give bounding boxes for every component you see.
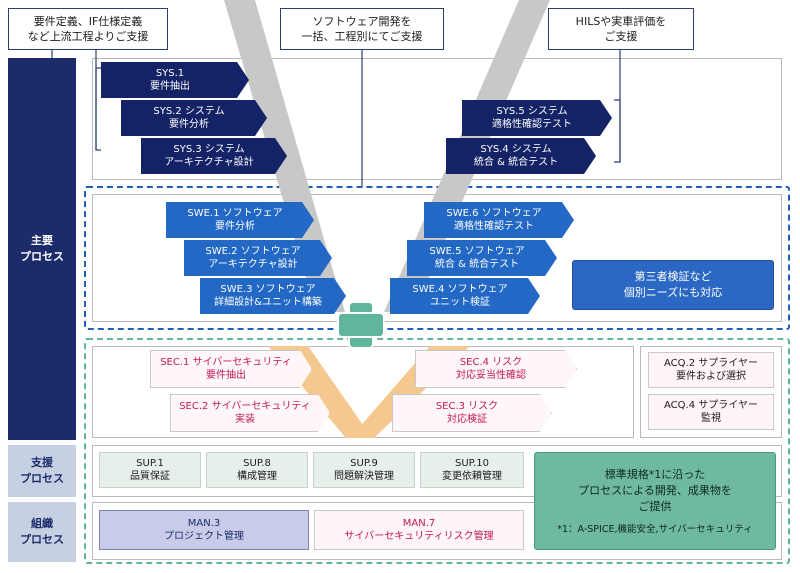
software-dashed-region	[84, 186, 790, 330]
man7-name: サイバーセキュリティリスク管理	[344, 531, 494, 542]
swe3-id: SWE.3 ソフトウェア	[220, 284, 316, 295]
sec3-name: 対応検証	[447, 414, 487, 425]
sec4-id: SEC.4 リスク	[459, 357, 523, 368]
sys5-id: SYS.5 システム	[496, 106, 568, 117]
acq4-name: 監視	[701, 413, 721, 424]
sec2-name: 実装	[235, 414, 255, 425]
sup10-id: SUP.10	[454, 458, 490, 469]
swe5-id: SWE.5 ソフトウェア	[429, 246, 525, 257]
sec4-arrow: SEC.4 リスク対応妥当性確認	[415, 350, 577, 388]
standard-main-text: 標準規格*1に沿った プロセスによる開発、成果物を ご提供	[578, 467, 732, 513]
sys2-id: SYS.2 システム	[153, 106, 225, 117]
main-process-label: 主要 プロセス	[8, 58, 76, 440]
swe2-arrow: SWE.2 ソフトウェアアーキテクチャ設計	[184, 240, 332, 276]
acq4-id: ACQ.4 サプライヤー	[664, 400, 758, 411]
sup1-box: SUP.1 品質保証	[99, 452, 201, 488]
standard-box: 標準規格*1に沿った プロセスによる開発、成果物を ご提供 *1：A-SPICE…	[534, 452, 776, 550]
hils-callout-text: HILSや実車評価を ご支援	[575, 15, 667, 43]
swe6-arrow: SWE.6 ソフトウェア適格性確認テスト	[424, 202, 574, 238]
acq2-id: ACQ.2 サプライヤー	[664, 358, 758, 369]
swe6-id: SWE.6 ソフトウェア	[446, 208, 542, 219]
sec1-id: SEC.1 サイバーセキュリティ	[160, 357, 292, 368]
sec3-arrow: SEC.3 リスク対応検証	[392, 394, 552, 432]
man3-name: プロジェクト管理	[164, 531, 244, 542]
support-dashed-region	[84, 338, 790, 564]
plus-icon	[337, 301, 385, 349]
man7-id: MAN.7	[402, 518, 436, 529]
sys5-name: 適格性確認テスト	[492, 119, 572, 130]
sys1-name: 要件抽出	[150, 81, 190, 92]
main-process-label-text: 主要 プロセス	[20, 234, 64, 263]
swe1-arrow: SWE.1 ソフトウェア要件分析	[166, 202, 314, 238]
third-party-text: 第三者検証など 個別ニーズにも対応	[623, 270, 723, 299]
swe5-arrow: SWE.5 ソフトウェア統合 & 統合テスト	[407, 240, 557, 276]
swe2-id: SWE.2 ソフトウェア	[205, 246, 301, 257]
sys4-id: SYS.4 システム	[480, 144, 552, 155]
swe4-name: ユニット検証	[430, 297, 490, 308]
org-process-label: 組織 プロセス	[8, 502, 76, 562]
sys5-arrow: SYS.5 システム適格性確認テスト	[462, 100, 612, 136]
swe2-name: アーキテクチャ設計	[208, 259, 298, 270]
sys3-name: アーキテクチャ設計	[164, 157, 254, 168]
sys2-name: 要件分析	[169, 119, 209, 130]
man3-id: MAN.3	[187, 518, 221, 529]
sys4-arrow: SYS.4 システム統合 & 統合テスト	[446, 138, 596, 174]
swe4-arrow: SWE.4 ソフトウェアユニット検証	[390, 278, 540, 314]
swe5-name: 統合 & 統合テスト	[434, 259, 520, 270]
upstream-callout: 要件定義、IF仕様定義 など上流工程よりご支援	[8, 8, 168, 50]
sup1-id: SUP.1	[136, 458, 164, 469]
swe1-name: 要件分析	[215, 221, 255, 232]
sec1-name: 要件抽出	[206, 370, 246, 381]
swe3-name: 詳細設計&ユニット構築	[214, 297, 322, 308]
sec2-arrow: SEC.2 サイバーセキュリティ実装	[170, 394, 330, 432]
swe4-id: SWE.4 ソフトウェア	[412, 284, 508, 295]
hils-callout: HILSや実車評価を ご支援	[548, 8, 694, 50]
sec2-id: SEC.2 サイバーセキュリティ	[179, 401, 311, 412]
third-party-box: 第三者検証など 個別ニーズにも対応	[572, 260, 774, 310]
sec4-name: 対応妥当性確認	[456, 370, 526, 381]
support-process-label-text: 支援 プロセス	[20, 456, 64, 485]
swe1-id: SWE.1 ソフトウェア	[187, 208, 283, 219]
callout-connectors	[51, 50, 621, 186]
upstream-callout-text: 要件定義、IF仕様定義 など上流工程よりご支援	[27, 15, 149, 43]
software-callout-text: ソフトウェア開発を 一括、工程別にてご支援	[301, 15, 423, 43]
sys1-id: SYS.1	[155, 68, 185, 79]
sec1-arrow: SEC.1 サイバーセキュリティ要件抽出	[150, 350, 312, 388]
acq4-box: ACQ.4 サプライヤー監視	[648, 394, 774, 430]
software-callout: ソフトウェア開発を 一括、工程別にてご支援	[280, 8, 444, 50]
swe6-name: 適格性確認テスト	[454, 221, 534, 232]
sys2-arrow: SYS.2 システム要件分析	[121, 100, 267, 136]
sup10-name: 変更依頼管理	[442, 471, 502, 482]
sys1-arrow: SYS.1 要件抽出	[101, 62, 249, 98]
acq2-box: ACQ.2 サプライヤー要件および選択	[648, 352, 774, 388]
support-process-label: 支援 プロセス	[8, 445, 76, 497]
man3-box: MAN.3 プロジェクト管理	[99, 510, 309, 550]
sup1-name: 品質保証	[130, 471, 170, 482]
acq2-name: 要件および選択	[676, 371, 746, 382]
sup8-name: 構成管理	[237, 471, 277, 482]
sys4-name: 統合 & 統合テスト	[473, 157, 559, 168]
sup9-name: 問題解決管理	[334, 471, 394, 482]
sup8-id: SUP.8	[243, 458, 271, 469]
man7-box: MAN.7 サイバーセキュリティリスク管理	[314, 510, 524, 550]
sup10-box: SUP.10 変更依頼管理	[420, 452, 524, 488]
sup8-box: SUP.8 構成管理	[206, 452, 308, 488]
org-process-label-text: 組織 プロセス	[20, 517, 64, 546]
sys3-arrow: SYS.3 システムアーキテクチャ設計	[141, 138, 287, 174]
sup9-box: SUP.9 問題解決管理	[313, 452, 415, 488]
standard-note-text: *1：A-SPICE,機能安全,サイバーセキュリティ	[557, 523, 753, 535]
swe3-arrow: SWE.3 ソフトウェア詳細設計&ユニット構築	[200, 278, 346, 314]
sys3-id: SYS.3 システム	[173, 144, 245, 155]
sup9-id: SUP.9	[350, 458, 378, 469]
sec3-id: SEC.3 リスク	[435, 401, 499, 412]
